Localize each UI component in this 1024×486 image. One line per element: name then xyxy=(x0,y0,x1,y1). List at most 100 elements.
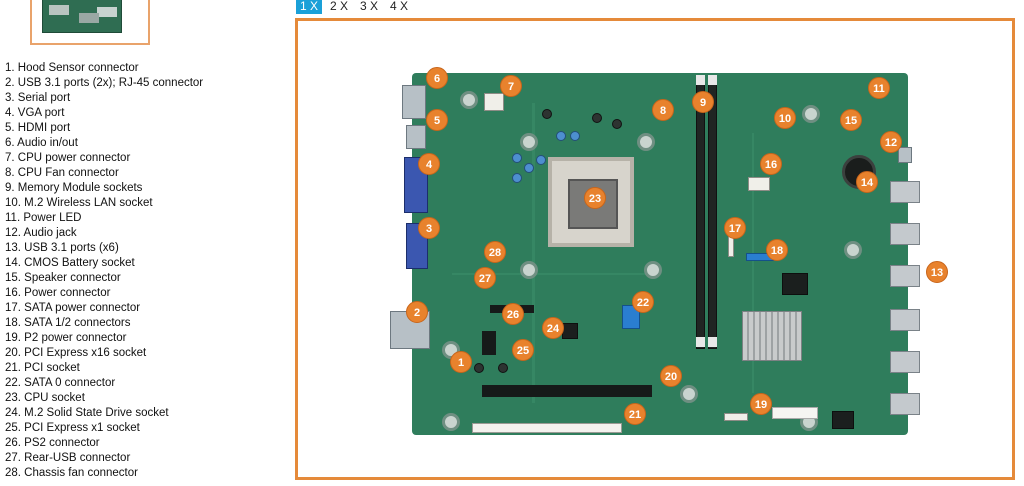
capacitor xyxy=(592,113,602,123)
pci-slot xyxy=(472,423,622,433)
mounting-hole xyxy=(520,133,538,151)
mounting-hole xyxy=(442,413,460,431)
pcie-x16-slot xyxy=(482,385,652,397)
pcb-trace xyxy=(752,133,754,393)
usb-port xyxy=(890,309,920,331)
zoom-option-3x[interactable]: 3 X xyxy=(360,0,379,13)
chipset-heatsink xyxy=(742,311,802,361)
legend-item: 7. CPU power connector xyxy=(5,152,131,164)
usb-port xyxy=(890,265,920,287)
legend-item: 26. PS2 connector xyxy=(5,437,100,449)
callout-12[interactable]: 12 xyxy=(880,131,902,153)
callout-20[interactable]: 20 xyxy=(660,365,682,387)
pcb-trace xyxy=(532,103,535,403)
callout-13[interactable]: 13 xyxy=(926,261,948,283)
legend-item: 15. Speaker connector xyxy=(5,272,121,284)
callout-2[interactable]: 2 xyxy=(406,301,428,323)
image-viewer-frame: 1 2 3 4 5 6 7 8 9 10 11 12 13 14 15 16 1… xyxy=(295,18,1015,480)
serial-sticker xyxy=(772,407,818,419)
mounting-hole xyxy=(644,261,662,279)
callout-15[interactable]: 15 xyxy=(840,109,862,131)
mounting-hole xyxy=(680,385,698,403)
legend-item: 17. SATA power connector xyxy=(5,302,141,314)
legend-item: 13. USB 3.1 ports (x6) xyxy=(5,242,119,254)
mounting-hole xyxy=(460,91,478,109)
legend-item: 1. Hood Sensor connector xyxy=(5,62,139,74)
capacitor xyxy=(512,173,522,183)
callout-10[interactable]: 10 xyxy=(774,107,796,129)
capacitor xyxy=(612,119,622,129)
power-connector-body xyxy=(748,177,770,191)
zoom-option-2x[interactable]: 2 X xyxy=(330,0,349,13)
pcb-trace xyxy=(452,273,652,275)
zoom-option-1x[interactable]: 1 X xyxy=(296,0,323,14)
legend-item: 12. Audio jack xyxy=(5,227,77,239)
usb-port xyxy=(890,181,920,203)
callout-21[interactable]: 21 xyxy=(624,403,646,425)
usb-port xyxy=(890,351,920,373)
memory-latch xyxy=(696,337,705,347)
callout-17[interactable]: 17 xyxy=(724,217,746,239)
legend-item: 14. CMOS Battery socket xyxy=(5,257,135,269)
legend-item: 16. Power connector xyxy=(5,287,111,299)
chip xyxy=(832,411,854,429)
callout-18[interactable]: 18 xyxy=(766,239,788,261)
callout-19[interactable]: 19 xyxy=(750,393,772,415)
memory-latch xyxy=(708,75,717,85)
callout-27[interactable]: 27 xyxy=(474,267,496,289)
legend-item: 10. M.2 Wireless LAN socket xyxy=(5,197,153,209)
legend-item: 18. SATA 1/2 connectors xyxy=(5,317,131,329)
capacitor xyxy=(536,155,546,165)
legend-item: 9. Memory Module sockets xyxy=(5,182,143,194)
callout-14[interactable]: 14 xyxy=(856,171,878,193)
callout-7[interactable]: 7 xyxy=(500,75,522,97)
legend-item: 5. HDMI port xyxy=(5,122,71,134)
memory-slot xyxy=(696,81,705,349)
legend-item: 3. Serial port xyxy=(5,92,71,104)
legend-item: 22. SATA 0 connector xyxy=(5,377,116,389)
legend-item: 20. PCI Express x16 socket xyxy=(5,347,147,359)
legend-item: 19. P2 power connector xyxy=(5,332,127,344)
mounting-hole xyxy=(802,105,820,123)
capacitor xyxy=(524,163,534,173)
component-legend: 1. Hood Sensor connector 2. USB 3.1 port… xyxy=(5,61,235,481)
mounting-hole xyxy=(520,261,538,279)
memory-latch xyxy=(708,337,717,347)
zoom-selector: 1 X 2 X 3 X 4 X xyxy=(296,0,412,14)
callout-1[interactable]: 1 xyxy=(450,351,472,373)
chip xyxy=(562,323,578,339)
cpu-power-connector-body xyxy=(484,93,504,111)
capacitor xyxy=(542,109,552,119)
legend-item: 25. PCI Express x1 socket xyxy=(5,422,140,434)
callout-22[interactable]: 22 xyxy=(632,291,654,313)
callout-24[interactable]: 24 xyxy=(542,317,564,339)
callout-6[interactable]: 6 xyxy=(426,67,448,89)
callout-11[interactable]: 11 xyxy=(868,77,890,99)
callout-25[interactable]: 25 xyxy=(512,339,534,361)
legend-item: 28. Chassis fan connector xyxy=(5,467,138,479)
capacitor xyxy=(556,131,566,141)
legend-item: 24. M.2 Solid State Drive socket xyxy=(5,407,169,419)
callout-16[interactable]: 16 xyxy=(760,153,782,175)
thumbnail-preview[interactable] xyxy=(30,0,150,45)
memory-slot xyxy=(708,81,717,349)
callout-26[interactable]: 26 xyxy=(502,303,524,325)
mounting-hole xyxy=(844,241,862,259)
callout-5[interactable]: 5 xyxy=(426,109,448,131)
callout-28[interactable]: 28 xyxy=(484,241,506,263)
callout-3[interactable]: 3 xyxy=(418,217,440,239)
legend-item: 23. CPU socket xyxy=(5,392,85,404)
callout-23[interactable]: 23 xyxy=(584,187,606,209)
callout-8[interactable]: 8 xyxy=(652,99,674,121)
legend-item: 8. CPU Fan connector xyxy=(5,167,119,179)
capacitor xyxy=(512,153,522,163)
zoom-option-4x[interactable]: 4 X xyxy=(390,0,409,13)
p2-connector-body xyxy=(724,413,748,421)
legend-item: 11. Power LED xyxy=(5,212,82,224)
legend-item: 6. Audio in/out xyxy=(5,137,78,149)
legend-item: 4. VGA port xyxy=(5,107,65,119)
callout-9[interactable]: 9 xyxy=(692,91,714,113)
callout-4[interactable]: 4 xyxy=(418,153,440,175)
memory-latch xyxy=(696,75,705,85)
pcie-x1-slot xyxy=(482,331,496,355)
